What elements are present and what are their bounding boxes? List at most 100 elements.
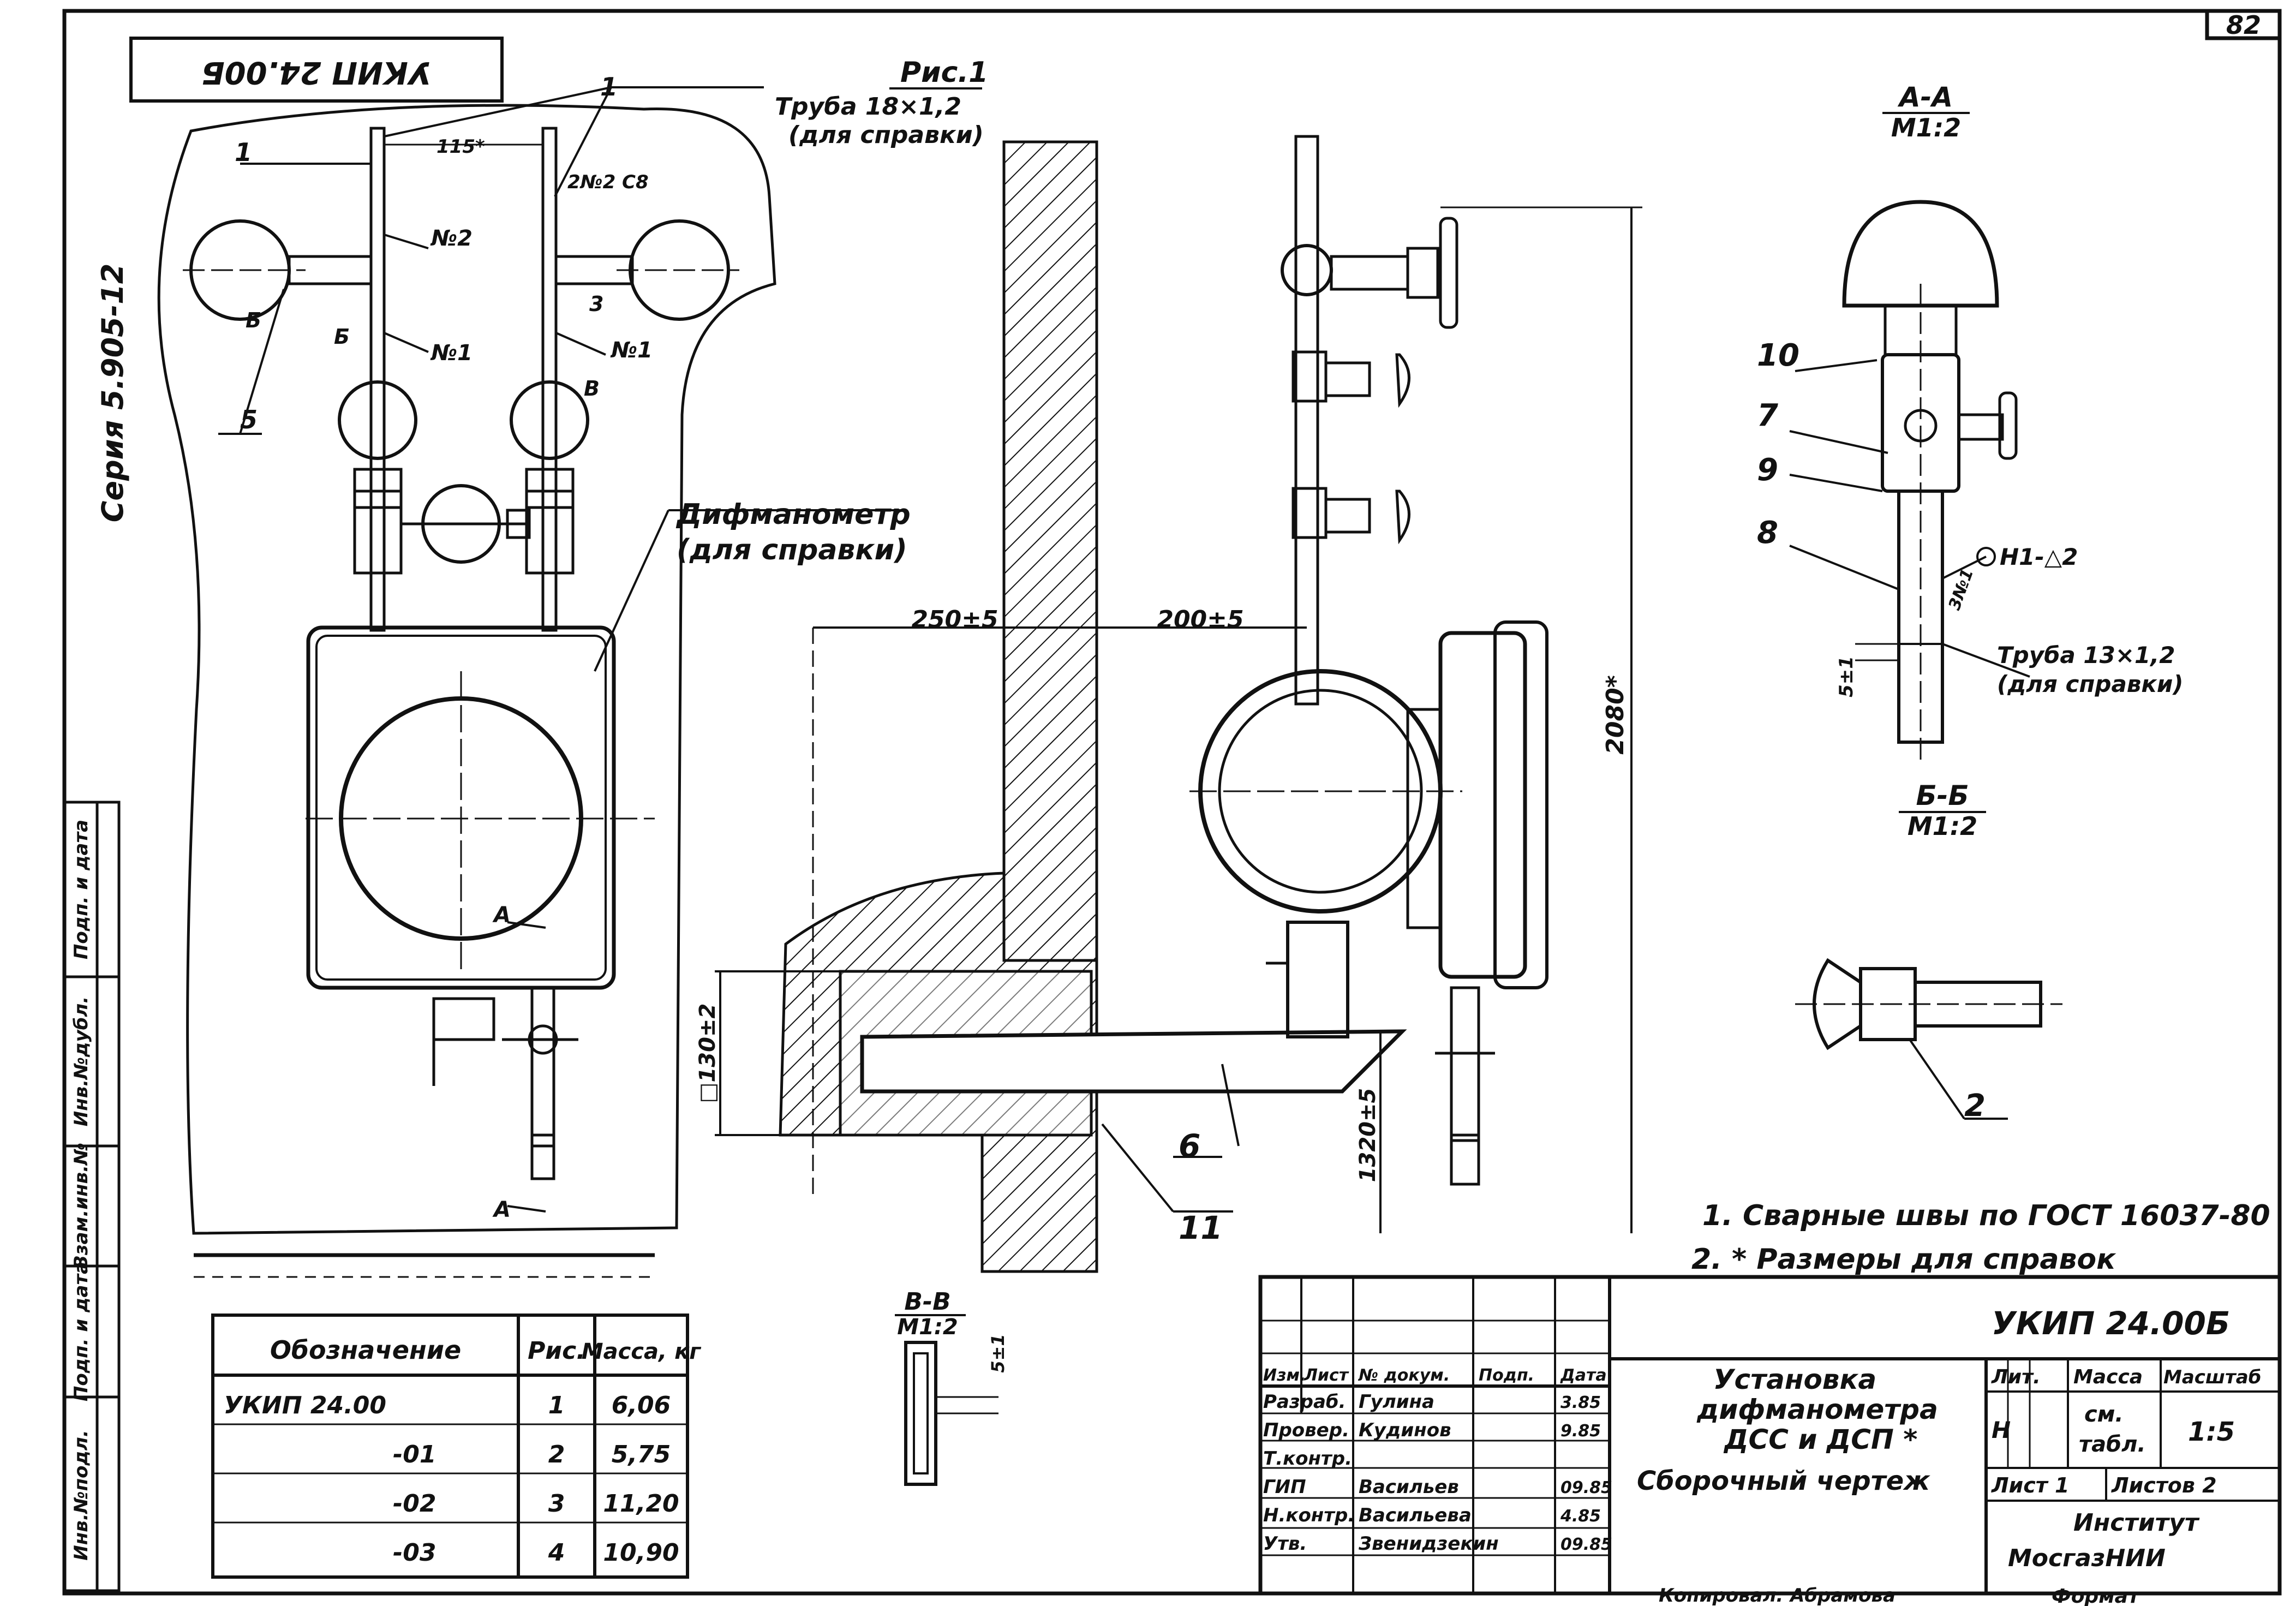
dim-115: 115* xyxy=(437,136,485,158)
side-strip: Инв.№подл. Подп. и дата Взам.инв.№ Инв.№… xyxy=(63,801,121,1592)
col-header: Лист xyxy=(1304,1366,1349,1385)
callout-8: 8 xyxy=(1757,515,1778,551)
copied-label: Копировал: Абрамова xyxy=(1659,1585,1896,1606)
scale-value: 1:5 xyxy=(2188,1417,2235,1447)
title-designation: УКИП 24.00Б xyxy=(1992,1305,2230,1342)
section-vv xyxy=(904,1341,998,1486)
mass-row-designation: -02 xyxy=(393,1490,437,1518)
weld-mark: 2№2 C8 xyxy=(567,171,649,193)
person-date: 9.85 xyxy=(1560,1422,1601,1441)
gauge-note-1: Дифманометр xyxy=(675,498,911,531)
pipe-note-1: Труба 18×1,2 xyxy=(775,93,961,121)
lit-header: Лит. xyxy=(1991,1366,2041,1388)
mass-row-mass: 6,06 xyxy=(612,1392,671,1419)
dim-2080: 2080* xyxy=(1601,675,1629,754)
mass-row-mass: 10,90 xyxy=(603,1539,679,1567)
top-stamp-box xyxy=(129,37,504,103)
title-doc-type: Сборочный чертеж xyxy=(1637,1466,1930,1496)
mass-value-2: табл. xyxy=(2079,1432,2146,1457)
mass-value-1: см. xyxy=(2084,1402,2124,1427)
callout-6: 6 xyxy=(1179,1127,1200,1165)
support-arm xyxy=(860,1029,1407,1094)
aa-pipe-note-1: Труба 13×1,2 xyxy=(1997,642,2175,668)
mass-row-designation: УКИП 24.00 xyxy=(224,1392,386,1419)
person-role: Разраб. xyxy=(1263,1391,1346,1413)
aa-dim: 5±1 xyxy=(1835,656,1857,697)
mass-row-fig: 3 xyxy=(548,1490,565,1518)
series-label: Серия 5.905-12 xyxy=(95,264,130,523)
dim-250: 250±5 xyxy=(911,606,998,634)
label-3: 3 xyxy=(589,292,603,316)
person-name: Звенидзекин xyxy=(1358,1533,1499,1555)
strip-inv-dubl: Инв.№дубл. xyxy=(70,996,92,1126)
strip-inv-podl: Инв.№подл. xyxy=(70,1430,92,1560)
label-5: 5 xyxy=(240,405,258,434)
mass-header-mass: Масса, кг xyxy=(582,1339,701,1364)
mass-row-mass: 5,75 xyxy=(612,1441,671,1468)
pipe-note-2: (для справки) xyxy=(788,121,984,149)
label-n2: №2 xyxy=(430,226,473,251)
section-aa-scale: М1:2 xyxy=(1891,113,1961,142)
aa-weld: Н1-△2 xyxy=(2000,544,2078,570)
section-aa-title: А-А xyxy=(1897,81,1953,113)
wall-section xyxy=(1002,140,1098,962)
label-a-2: А xyxy=(492,1197,511,1222)
person-name: Гулина xyxy=(1359,1391,1434,1413)
mass-header: Масса xyxy=(2073,1366,2143,1388)
title-block xyxy=(1258,1275,2282,1596)
person-name: Васильева xyxy=(1359,1504,1472,1526)
dim-130: □130±2 xyxy=(695,1004,720,1103)
scale-header: Масштаб xyxy=(2163,1366,2261,1388)
mass-row-designation: -01 xyxy=(393,1441,437,1468)
callout-10: 10 xyxy=(1757,338,1799,373)
person-role: Т.контр. xyxy=(1263,1448,1352,1470)
mass-row-fig: 1 xyxy=(548,1392,565,1419)
mass-row-mass: 11,20 xyxy=(603,1490,679,1518)
rotated-stamp: УКИП 24.00Б xyxy=(201,55,432,90)
mass-row-fig: 2 xyxy=(548,1441,565,1468)
dim-1320: 1320±5 xyxy=(1355,1088,1380,1183)
sheets-label: Листов 2 xyxy=(2111,1473,2217,1497)
note-2: 2. * Размеры для справок xyxy=(1691,1243,2116,1276)
person-date: 09.85 xyxy=(1560,1478,1612,1497)
label-1b: 1 xyxy=(600,72,618,102)
person-role: Н.контр. xyxy=(1263,1504,1355,1526)
strip-vzam-inv: Взам.инв.№ xyxy=(70,1143,92,1269)
mass-row-fig: 4 xyxy=(548,1539,565,1567)
person-role: Утв. xyxy=(1263,1533,1307,1555)
title-name-2: дифманометра xyxy=(1696,1394,1938,1425)
person-date: 4.85 xyxy=(1560,1507,1601,1526)
section-aa xyxy=(1789,200,2030,764)
title-name-3: ДСС и ДСП * xyxy=(1723,1424,1917,1455)
org-line-2: МосгазНИИ xyxy=(2008,1544,2166,1572)
lit-value: Н xyxy=(1992,1417,2011,1443)
label-b2: Б xyxy=(334,325,350,349)
aa-pipe-note-2: (для справки) xyxy=(1997,671,2184,697)
callout-11: 11 xyxy=(1179,1209,1223,1246)
person-date: 09.85 xyxy=(1560,1535,1612,1554)
person-name: Васильев xyxy=(1359,1476,1459,1498)
mass-header-fig: Рис. xyxy=(528,1337,585,1365)
col-header: Дата xyxy=(1560,1366,1607,1385)
callout-9: 9 xyxy=(1757,452,1778,488)
label-n1-right: №1 xyxy=(610,338,653,363)
person-role: Провер. xyxy=(1263,1419,1349,1441)
label-1a: 1 xyxy=(235,138,252,167)
section-vv-title: В-В xyxy=(904,1288,950,1316)
org-line-1: Институт xyxy=(2073,1509,2200,1537)
person-role: ГИП xyxy=(1263,1476,1306,1498)
callout-2: 2 xyxy=(1964,1088,1986,1124)
section-bb-title: Б-Б xyxy=(1916,780,1969,811)
col-header: Подп. xyxy=(1479,1366,1534,1385)
label-v: В xyxy=(584,377,600,401)
vv-dim: 5±1 xyxy=(988,1334,1008,1372)
section-vv-scale: М1:2 xyxy=(897,1315,958,1340)
mass-row-designation: -03 xyxy=(393,1539,437,1567)
person-date: 3.85 xyxy=(1560,1393,1601,1412)
callout-7: 7 xyxy=(1757,398,1778,433)
strip-podp-data-1: Подп. и дата xyxy=(70,1262,92,1401)
col-header: Изм. xyxy=(1263,1366,1306,1385)
mass-table xyxy=(211,1314,689,1579)
